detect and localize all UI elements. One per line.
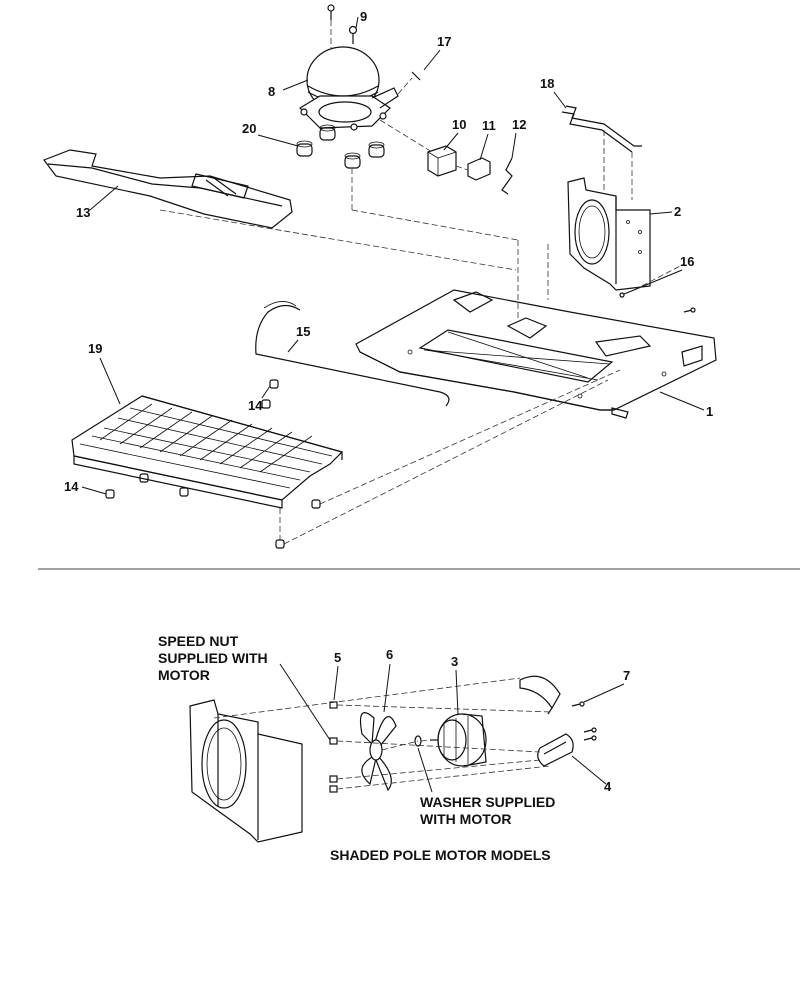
relay-part-10	[427, 145, 457, 177]
grommet-part-20	[296, 124, 385, 169]
screw-part-7	[571, 701, 597, 741]
fan-shroud-part-2	[567, 177, 651, 291]
drain-pan-part-13	[43, 149, 293, 229]
callout-number: 20	[242, 121, 256, 136]
condenser-tube-part-15	[255, 301, 450, 407]
callout-number: 13	[76, 205, 90, 220]
condenser-coil-part-19	[71, 395, 344, 509]
fan-shroud-detail	[189, 699, 303, 843]
callout-number: 3	[451, 654, 458, 669]
callout-number: 14	[248, 398, 263, 413]
motor-bracket-upper	[519, 675, 561, 715]
callout-number: 4	[604, 779, 612, 794]
callout-number: 16	[680, 254, 694, 269]
callout-number: 7	[623, 668, 630, 683]
fan-blade-part-6	[359, 712, 397, 792]
compressor-part-8	[299, 46, 399, 131]
callout-number: 19	[88, 341, 102, 356]
overload-part-11	[455, 157, 491, 181]
washer-note-line-1: WASHER SUPPLIED	[420, 794, 555, 810]
screw-part-9	[327, 4, 358, 48]
callout-number: 12	[512, 117, 526, 132]
screw-part-16	[619, 263, 696, 313]
pin-part-17	[397, 71, 421, 95]
callout-number: 9	[360, 9, 367, 24]
fan-motor-part-3	[430, 713, 487, 767]
callout-number: 2	[674, 204, 681, 219]
speed-nut-part-5	[329, 701, 338, 793]
clip-part-12	[501, 157, 513, 195]
callout-number: 10	[452, 117, 466, 132]
speed-nut-note-line-2: SUPPLIED WITH	[158, 650, 268, 666]
motor-bracket-part-4	[537, 733, 574, 767]
diagram-caption: SHADED POLE MOTOR MODELS	[330, 847, 551, 863]
callout-number: 6	[386, 647, 393, 662]
callout-number: 1	[706, 404, 713, 419]
grommet-part-14	[105, 379, 321, 549]
speed-nut-note-line-1: SPEED NUT	[158, 633, 239, 649]
callout-number: 14	[64, 479, 79, 494]
base-pan-part-1	[355, 289, 717, 419]
callout-number: 15	[296, 324, 310, 339]
washer-note-line-2: WITH MOTOR	[420, 811, 512, 827]
callout-number: 11	[482, 118, 496, 133]
shroud-bracket-part-18	[561, 105, 642, 153]
callout-number: 17	[437, 34, 451, 49]
callout-number: 8	[268, 84, 275, 99]
speed-nut-note-line-3: MOTOR	[158, 667, 210, 683]
callout-number: 5	[334, 650, 341, 665]
callout-number: 18	[540, 76, 554, 91]
